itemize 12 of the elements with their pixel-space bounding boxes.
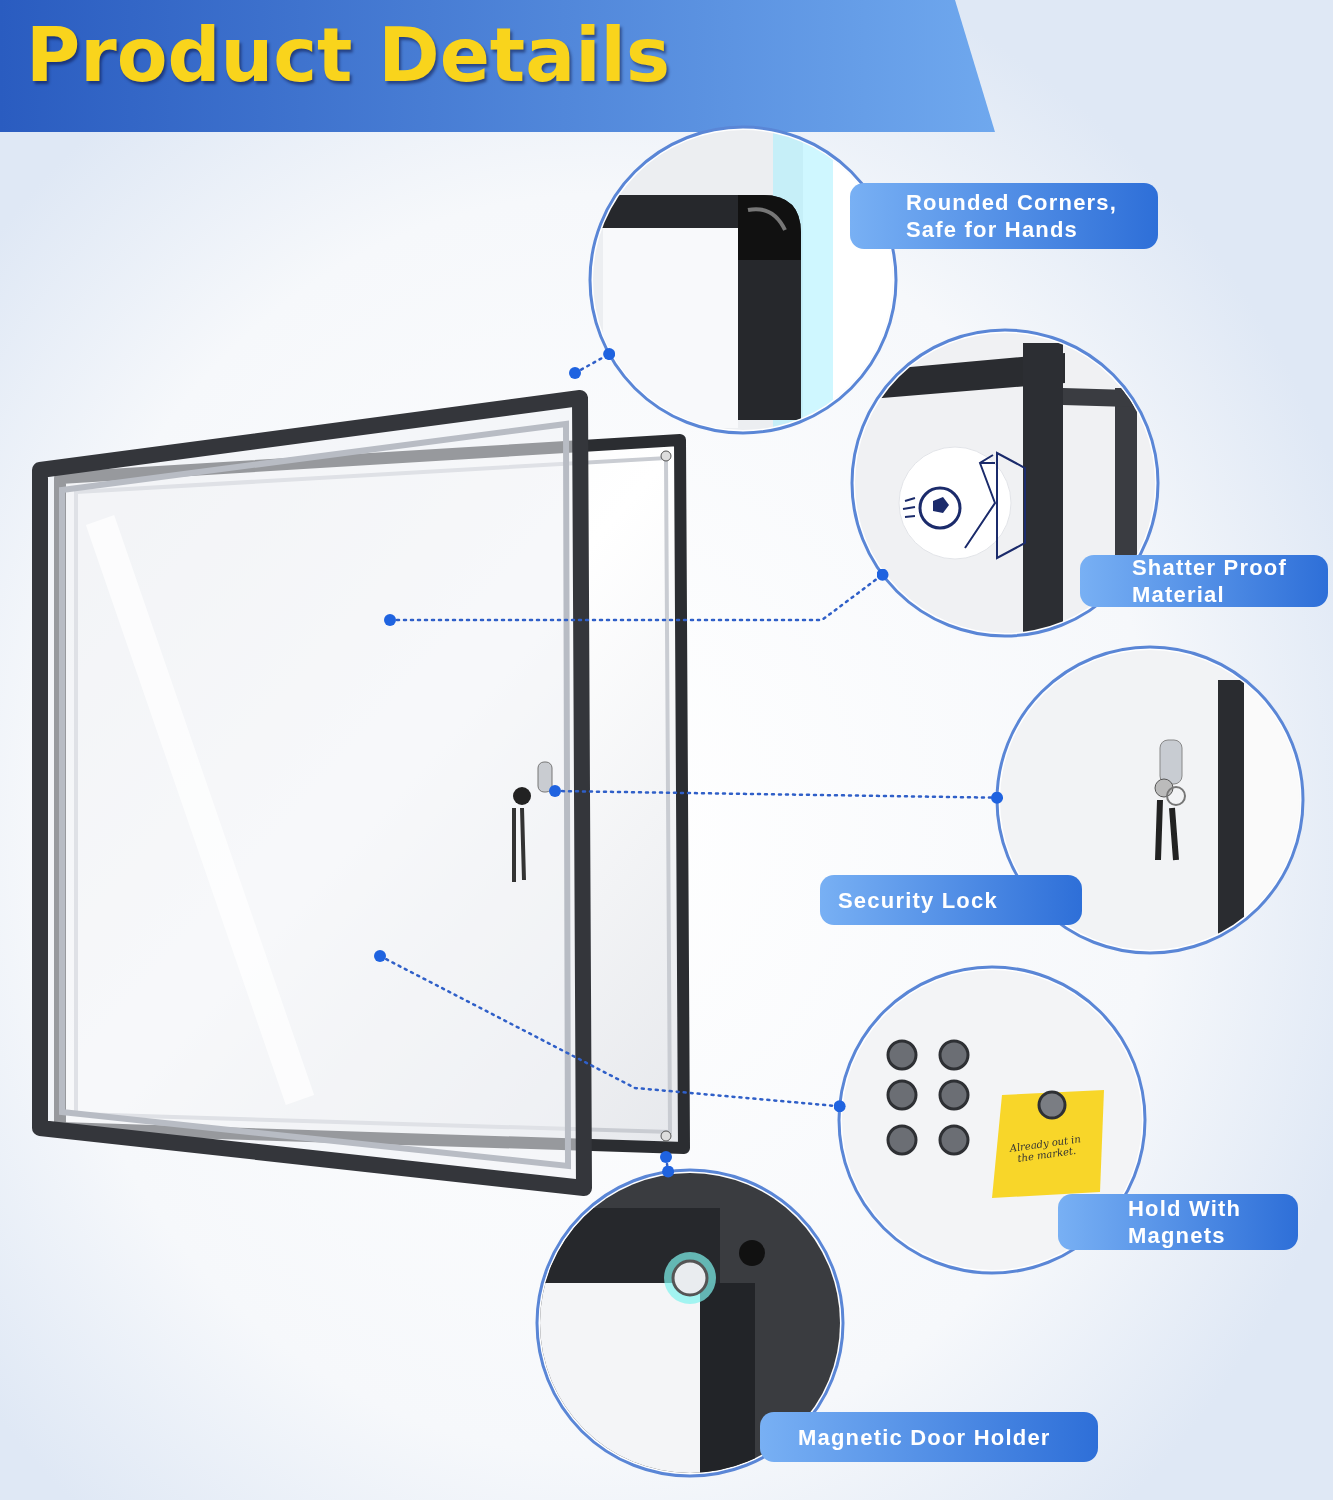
leader-line (660, 1151, 675, 1178)
feature-label: Hold With Magnets (1058, 1194, 1298, 1250)
feature-label: Magnetic Door Holder (760, 1412, 1098, 1462)
feature-label: Security Lock (820, 875, 1082, 925)
leader-line (384, 568, 889, 626)
leader-line (549, 785, 1003, 804)
title: Product Details (26, 12, 670, 98)
leader-line (374, 950, 846, 1113)
feature-label: Shatter Proof Material (1080, 555, 1328, 607)
leader-line (569, 348, 616, 379)
sticky-note-text: Already out in the market. (1008, 1132, 1083, 1166)
feature-label: Rounded Corners, Safe for Hands (850, 183, 1158, 249)
